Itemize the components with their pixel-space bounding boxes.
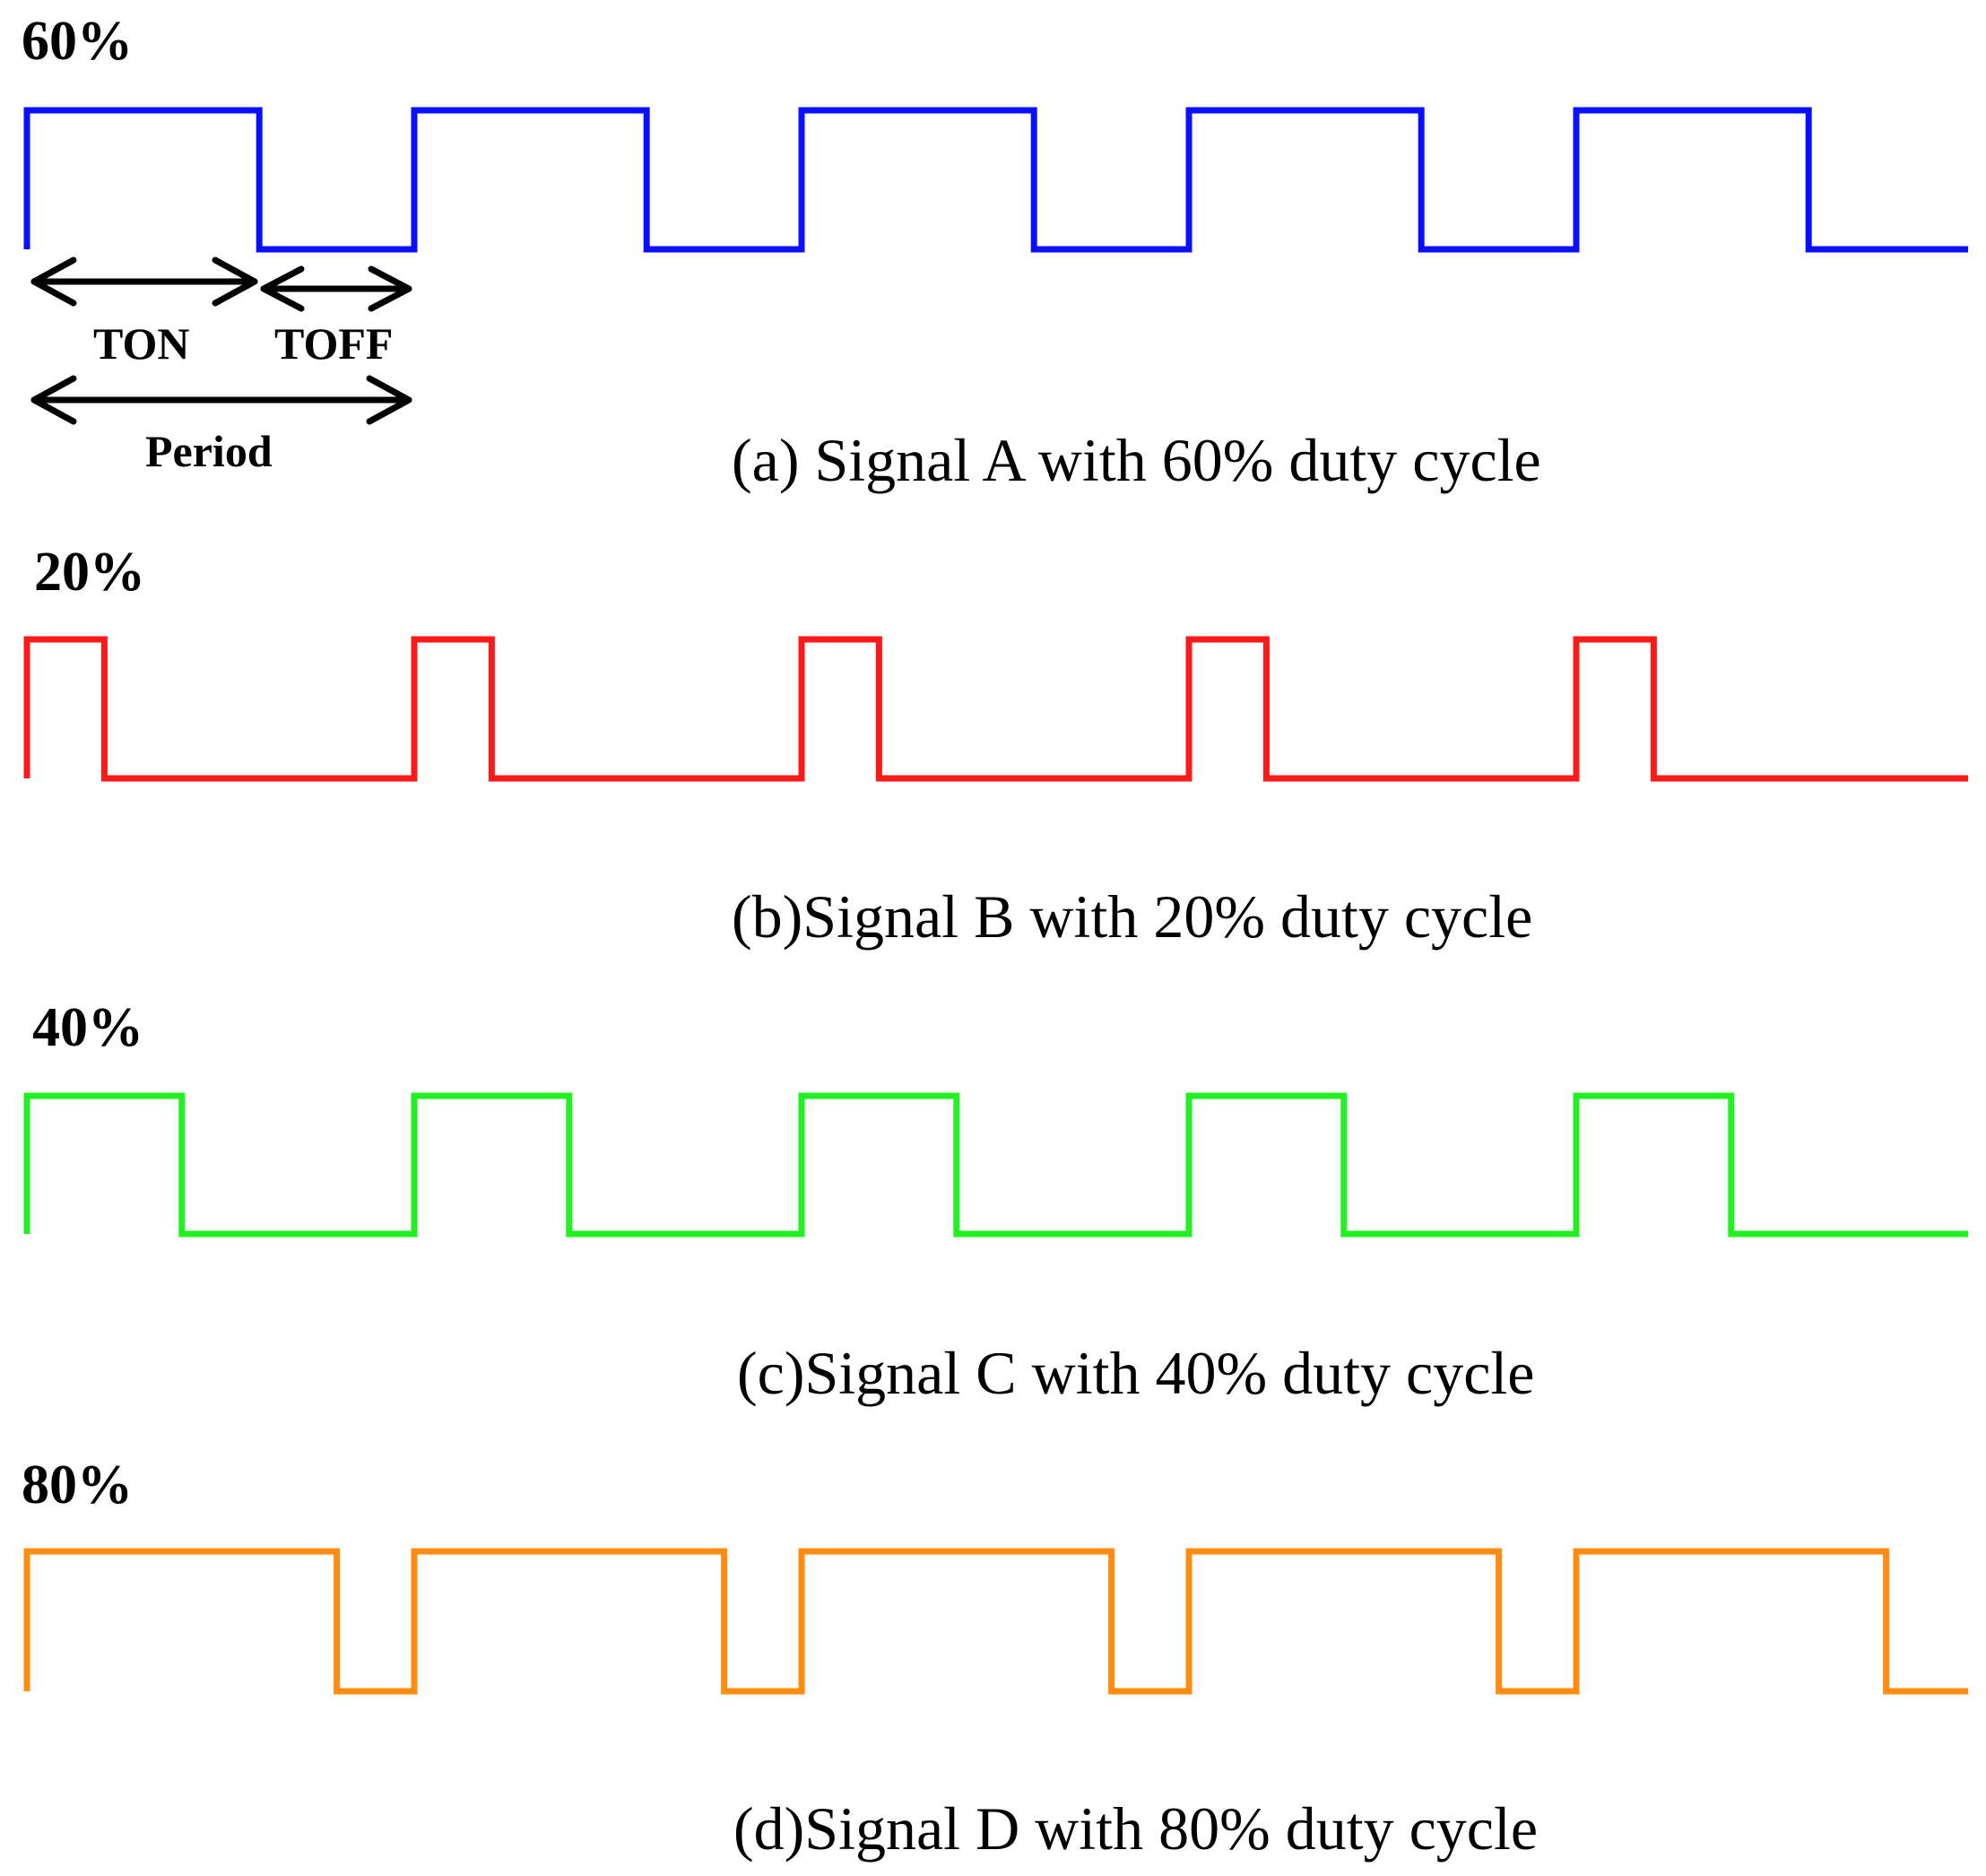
signal-c-waveform (23, 1092, 1968, 1238)
signal-d-panel: 80% (d)Signal D with 80% duty cycle (22, 1455, 1968, 1863)
signal-a-panel: 60% (a) Signal A with 60% duty cycle (22, 11, 1968, 494)
signal-a-percent-label: 60% (22, 11, 133, 72)
signal-d-percent-label: 80% (22, 1455, 133, 1516)
period-label: Period (145, 426, 273, 476)
signal-a-caption: (a) Signal A with 60% duty cycle (732, 426, 1541, 494)
ton-label: TON (93, 318, 189, 369)
signal-b-waveform (23, 636, 1968, 782)
ton-arrow (30, 256, 258, 307)
signal-b-caption: (b)Signal B with 20% duty cycle (732, 882, 1532, 951)
signal-b-percent-label: 20% (34, 542, 145, 603)
signal-b-panel: 20% (b)Signal B with 20% duty cycle (23, 542, 1968, 951)
signal-d-caption: (d)Signal D with 80% duty cycle (733, 1794, 1538, 1863)
period-arrow (30, 375, 412, 425)
timing-annotations: TON TOFF Period (30, 256, 412, 476)
signal-c-panel: 40% (c)Signal C with 40% duty cycle (23, 997, 1968, 1407)
signal-c-percent-label: 40% (32, 997, 143, 1058)
toff-label: TOFF (274, 318, 393, 369)
signal-d-waveform (23, 1548, 1968, 1695)
signal-a-waveform (23, 107, 1968, 253)
toff-arrow (260, 265, 412, 312)
signal-c-caption: (c)Signal C with 40% duty cycle (737, 1339, 1534, 1407)
